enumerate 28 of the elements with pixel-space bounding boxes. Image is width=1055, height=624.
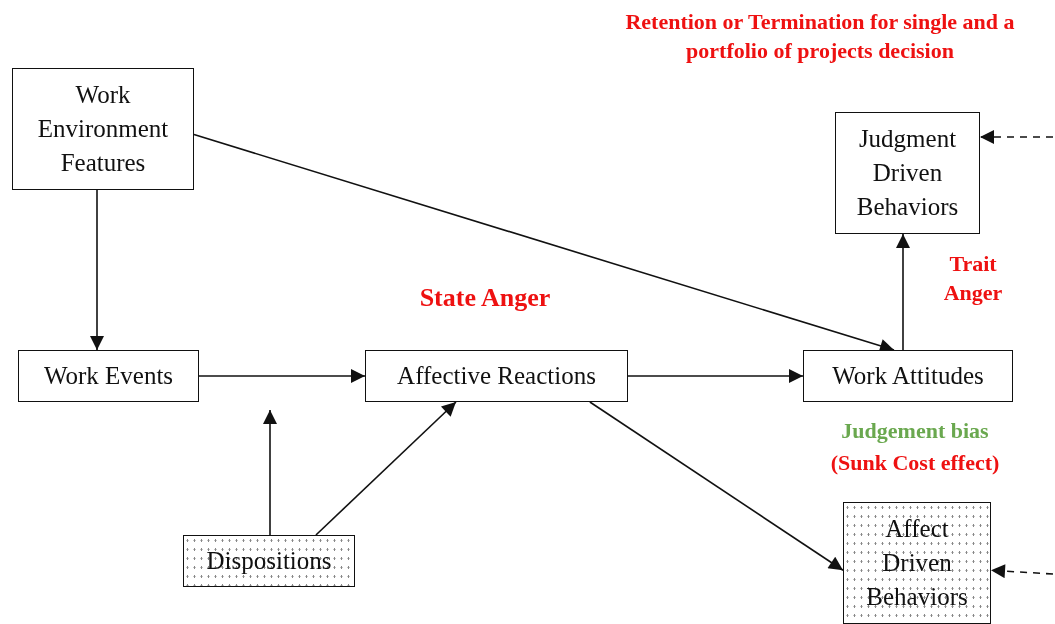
arrow xyxy=(198,369,366,383)
annotation-text: Judgement bias xyxy=(840,417,990,445)
box-label: Work Events xyxy=(43,361,174,392)
annotation-text: State Anger xyxy=(418,282,552,314)
box-label: Work Attitudes xyxy=(832,361,984,392)
arrow xyxy=(90,189,104,351)
process-box xyxy=(365,350,628,402)
box-label: Dispositions xyxy=(206,546,332,577)
arrow xyxy=(263,409,277,536)
arrow xyxy=(315,401,457,536)
process-box xyxy=(183,535,355,587)
arrow xyxy=(979,130,1054,144)
annotation-text: (Sunk Cost effect) xyxy=(829,449,1001,477)
box-label: Affective Reactions xyxy=(397,361,596,392)
process-box xyxy=(843,502,991,624)
process-box xyxy=(835,112,980,234)
process-box xyxy=(803,350,1013,402)
box-label: Work Environment Features xyxy=(36,80,170,178)
annotation-text: Trait Anger xyxy=(942,250,1004,307)
annotation-text: Retention or Termination for single and a portfolio of projects decision xyxy=(624,8,1016,65)
process-box xyxy=(18,350,199,402)
process-box xyxy=(12,68,194,190)
arrow xyxy=(589,401,844,572)
arrow xyxy=(896,233,910,351)
arrow xyxy=(627,369,804,383)
box-label: Judgment Driven Behaviors xyxy=(855,124,960,222)
box-label: Affect Driven Behaviors xyxy=(865,514,969,612)
arrow xyxy=(990,564,1054,579)
